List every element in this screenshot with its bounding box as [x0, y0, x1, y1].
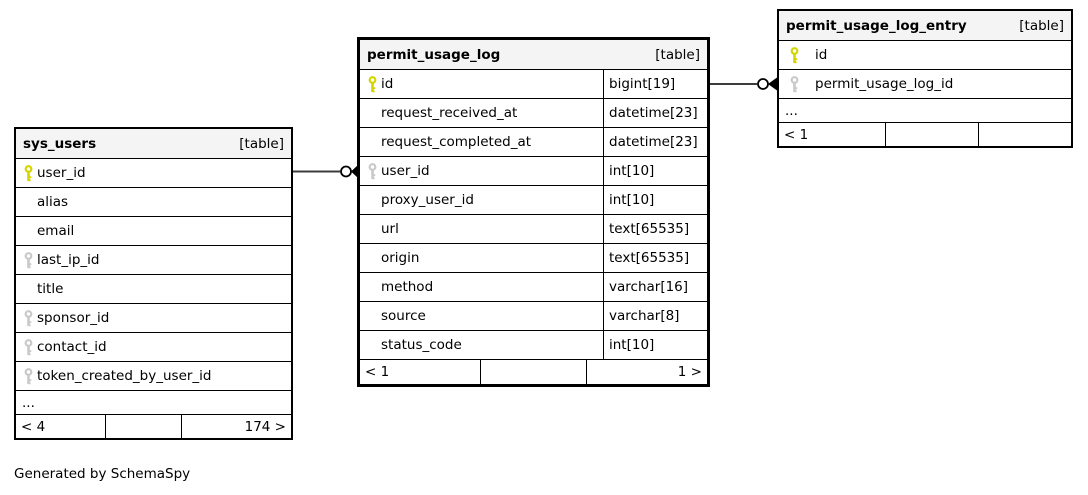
footer-middle-cell [105, 415, 181, 438]
foreign-key-icon [16, 367, 37, 385]
table-row: id bigint[19] [360, 69, 707, 98]
column-name: sponsor_id [37, 310, 110, 326]
cardinality-circle [757, 78, 769, 90]
table-row: status_code int[10] [360, 330, 707, 359]
table-header[interactable]: permit_usage_log_entry [table] [779, 11, 1071, 40]
column-type: datetime[23] [603, 128, 707, 156]
table-row: last_ip_id [16, 245, 291, 274]
column-name: alias [37, 194, 69, 210]
column-name: request_completed_at [381, 134, 532, 150]
table-row: method varchar[16] [360, 272, 707, 301]
column-name: user_id [381, 163, 430, 179]
ellipsis-row: ... [16, 390, 291, 414]
table-row: request_received_at datetime[23] [360, 98, 707, 127]
table-row: proxy_user_id int[10] [360, 185, 707, 214]
foreign-key-icon [16, 251, 37, 269]
column-type: int[10] [603, 331, 707, 359]
table-footer: < 1 1 > [360, 359, 707, 384]
column-type: text[65535] [603, 244, 707, 272]
primary-key-icon [360, 75, 381, 93]
table-row: sponsor_id [16, 303, 291, 332]
column-name: proxy_user_id [381, 192, 474, 208]
table-row: email [16, 216, 291, 245]
table-header[interactable]: permit_usage_log [table] [360, 40, 707, 69]
footer-parents-count: < 4 [21, 418, 46, 435]
footer-children-count: 1 > [586, 360, 707, 384]
crowfoot-arrow [768, 77, 777, 91]
primary-key-icon [16, 164, 37, 182]
column-name: method [381, 279, 434, 295]
table-badge: [table] [239, 135, 284, 152]
column-name: title [37, 281, 64, 297]
table-footer: < 1 [779, 122, 1071, 146]
column-name: source [381, 308, 426, 324]
column-name: url [381, 221, 399, 237]
footer-middle-cell [885, 123, 978, 146]
column-type: int[10] [603, 157, 707, 185]
table-row: alias [16, 187, 291, 216]
column-type: varchar[8] [603, 302, 707, 330]
table-row: user_id int[10] [360, 156, 707, 185]
table-sys-users[interactable]: sys_users [table] user_id alias email la… [14, 127, 293, 440]
generator-note: Generated by SchemaSpy [14, 466, 191, 482]
column-name: permit_usage_log_id [815, 76, 954, 92]
column-name: status_code [381, 337, 462, 353]
table-row: user_id [16, 158, 291, 187]
table-header[interactable]: sys_users [table] [16, 129, 291, 158]
column-type: bigint[19] [603, 70, 707, 98]
table-badge: [table] [655, 46, 700, 63]
table-row: request_completed_at datetime[23] [360, 127, 707, 156]
column-name: id [381, 76, 394, 92]
primary-key-icon [779, 46, 815, 64]
table-row: id [779, 40, 1071, 69]
column-name: last_ip_id [37, 252, 100, 268]
column-type: varchar[16] [603, 273, 707, 301]
footer-children-count: 174 > [181, 415, 291, 438]
table-permit-usage-log[interactable]: permit_usage_log [table] id bigint[19] r… [357, 37, 710, 387]
cardinality-circle [340, 165, 352, 178]
table-name[interactable]: permit_usage_log [367, 46, 501, 63]
column-type: int[10] [603, 186, 707, 214]
table-footer: < 4 174 > [16, 414, 291, 438]
foreign-key-icon [779, 75, 815, 93]
table-row: url text[65535] [360, 214, 707, 243]
relationship-permit-usage-log-to-entry [710, 77, 777, 91]
column-name: id [815, 47, 828, 63]
relationship-sys-users-to-permit-usage-log [293, 165, 358, 178]
footer-middle-cell [480, 360, 586, 384]
column-name: token_created_by_user_id [37, 368, 212, 384]
table-row: title [16, 274, 291, 303]
table-permit-usage-log-entry[interactable]: permit_usage_log_entry [table] id permit… [777, 9, 1073, 148]
footer-parents-count: < 1 [365, 364, 390, 380]
foreign-key-icon [16, 309, 37, 327]
table-row: permit_usage_log_id [779, 69, 1071, 98]
column-name: email [37, 223, 75, 239]
column-name: contact_id [37, 339, 107, 355]
footer-children-count [978, 123, 1071, 146]
column-type: text[65535] [603, 215, 707, 243]
footer-parents-count: < 1 [784, 126, 809, 143]
column-name: user_id [37, 165, 86, 181]
column-name: request_received_at [381, 105, 518, 121]
foreign-key-icon [16, 338, 37, 356]
table-row: origin text[65535] [360, 243, 707, 272]
table-row: token_created_by_user_id [16, 361, 291, 390]
table-name[interactable]: sys_users [23, 135, 97, 152]
column-name: origin [381, 250, 420, 266]
foreign-key-icon [360, 162, 381, 180]
table-row: contact_id [16, 332, 291, 361]
column-type: datetime[23] [603, 99, 707, 127]
table-badge: [table] [1019, 17, 1064, 34]
table-row: source varchar[8] [360, 301, 707, 330]
table-name[interactable]: permit_usage_log_entry [786, 17, 967, 34]
ellipsis-row: ... [779, 98, 1071, 122]
